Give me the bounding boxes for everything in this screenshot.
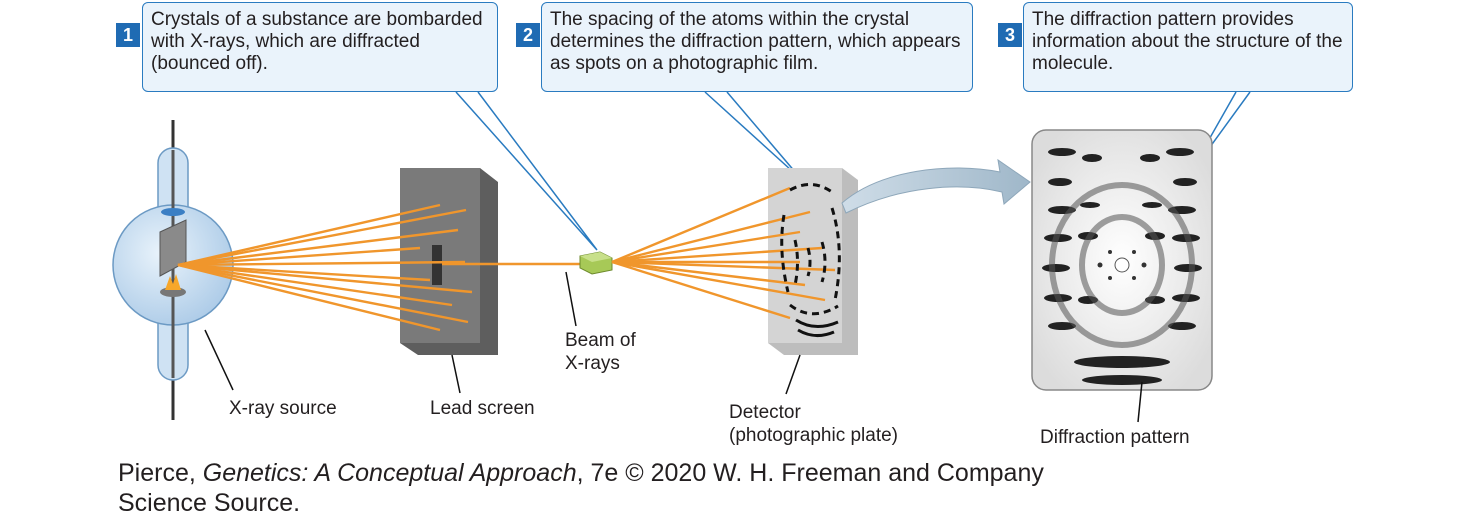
- pointer-1: [455, 91, 598, 251]
- step-3-text: The diffraction pattern provides informa…: [1032, 9, 1343, 74]
- beam-label-line2: X-rays: [565, 353, 620, 374]
- pointer-2: [704, 91, 803, 181]
- caption-book-title: Genetics: A Conceptual Approach: [202, 459, 577, 487]
- lead-screen-label: Lead screen: [430, 398, 535, 419]
- detector-arcs: [795, 318, 839, 337]
- beam-label: Beam of X-rays: [565, 329, 636, 375]
- caption-author: Pierce,: [118, 459, 203, 487]
- diffraction-pattern-image: [1031, 129, 1213, 391]
- caption-line1: Pierce, Genetics: A Conceptual Approach,…: [118, 458, 1044, 488]
- step-1-badge: 1: [116, 23, 140, 47]
- step-1-callout: Crystals of a substance are bombarded wi…: [142, 2, 498, 92]
- crystal: [579, 251, 613, 275]
- xray-beams-source: [177, 203, 473, 332]
- detector-spots: [780, 183, 841, 316]
- step-2-badge: 2: [516, 23, 540, 47]
- caption-rest: , 7e © 2020 W. H. Freeman and Company: [576, 459, 1044, 487]
- diffracted-rays: [611, 186, 836, 320]
- detector-label-line1: Detector: [729, 402, 801, 423]
- beam-label-line1: Beam of: [565, 330, 636, 351]
- step-2-callout: The spacing of the atoms within the crys…: [541, 2, 973, 92]
- step-2-text: The spacing of the atoms within the crys…: [550, 9, 961, 74]
- caption-line2: Science Source.: [118, 489, 301, 517]
- step-1-text: Crystals of a substance are bombarded wi…: [151, 9, 483, 74]
- detector-label: Detector (photographic plate): [729, 401, 898, 447]
- step-3-badge: 3: [998, 23, 1022, 47]
- xray-source-label: X-ray source: [229, 398, 337, 419]
- diffraction-pattern-label: Diffraction pattern: [1040, 427, 1190, 448]
- label-leaders: [204, 271, 1143, 423]
- xray-source: [112, 120, 234, 420]
- step-3-callout: The diffraction pattern provides informa…: [1023, 2, 1353, 92]
- source-caption: Pierce, Genetics: A Conceptual Approach,…: [118, 458, 1044, 518]
- transfer-arrow: [841, 158, 1031, 214]
- detector-label-line2: (photographic plate): [729, 425, 898, 446]
